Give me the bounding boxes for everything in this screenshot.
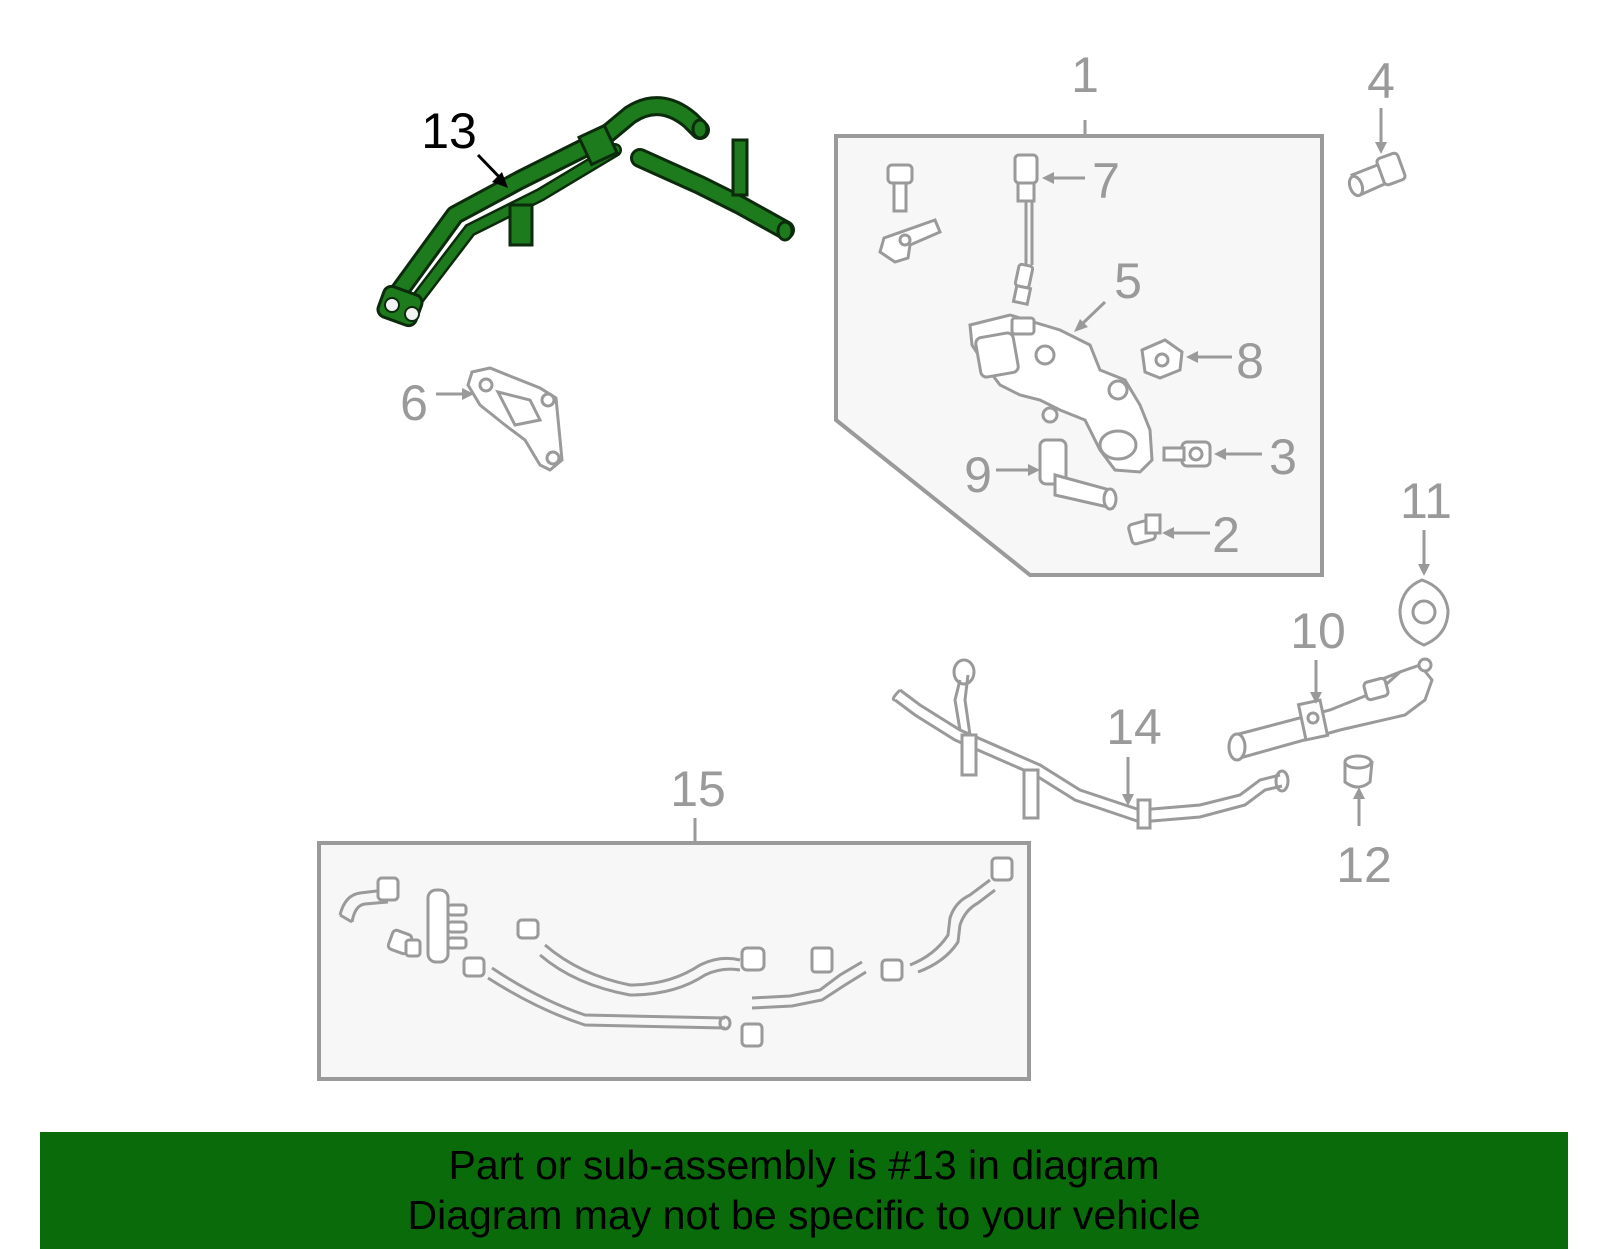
- part-8-plug[interactable]: [1140, 338, 1184, 380]
- leader-12-arrowhead: [1353, 787, 1365, 799]
- callout-8: 8: [1236, 333, 1264, 389]
- callout-9: 9: [964, 447, 992, 503]
- part-6-gasket[interactable]: [466, 366, 564, 472]
- callout-5: 5: [1114, 253, 1142, 309]
- leader-4-arrowhead: [1375, 142, 1387, 154]
- leader-10-arrowhead: [1310, 692, 1322, 704]
- leader-14-arrowhead: [1122, 794, 1134, 806]
- part-5-thermostat-housing[interactable]: [968, 313, 1154, 474]
- callout-10: 10: [1290, 603, 1346, 659]
- leader-8-arrowhead: [1186, 351, 1198, 363]
- leader-13-arrowhead: [492, 172, 508, 188]
- footer-line-2: Diagram may not be specific to your vehi…: [407, 1191, 1201, 1238]
- callout-3: 3: [1269, 429, 1297, 485]
- callout-15: 15: [670, 761, 726, 817]
- leader-11-arrowhead: [1418, 564, 1430, 576]
- callout-4: 4: [1367, 53, 1395, 109]
- footer-banner: Part or sub-assembly is #13 in diagram D…: [40, 1132, 1568, 1249]
- part-13-water-pipe[interactable]: [376, 96, 795, 328]
- part-4-bolt[interactable]: [1347, 151, 1407, 198]
- part-10-water-outlet-pipe[interactable]: [1227, 657, 1434, 762]
- part-11-gasket[interactable]: [1398, 578, 1450, 647]
- callout-1: 1: [1071, 47, 1099, 103]
- part-15-hose-kit[interactable]: [338, 856, 1014, 1048]
- part-bolt-bracket[interactable]: [878, 163, 942, 264]
- part-9-pipe-fitting[interactable]: [1038, 438, 1118, 511]
- part-7-temperature-sensor[interactable]: [1011, 153, 1039, 307]
- footer-line-1: Part or sub-assembly is #13 in diagram: [448, 1141, 1160, 1188]
- part-3-bolt[interactable]: [1162, 440, 1212, 468]
- leader-3-arrowhead: [1214, 448, 1226, 460]
- part-12-cap[interactable]: [1343, 754, 1374, 789]
- callout-12: 12: [1336, 837, 1392, 893]
- assembly-15-box: [317, 841, 1031, 1081]
- part-14-bypass-pipe[interactable]: [891, 658, 1290, 830]
- leader-5-arrowhead: [1074, 319, 1088, 332]
- leader-2-arrowhead: [1162, 527, 1174, 539]
- callout-2: 2: [1212, 507, 1240, 563]
- leader-9-arrowhead: [1028, 464, 1040, 476]
- callout-6: 6: [400, 375, 428, 431]
- part-2-bolt[interactable]: [1127, 513, 1162, 546]
- callout-7: 7: [1092, 153, 1120, 209]
- callout-11: 11: [1400, 473, 1452, 529]
- leader-5: [1078, 300, 1107, 328]
- leader-7-arrowhead: [1042, 172, 1054, 184]
- callout-14: 14: [1106, 699, 1162, 755]
- callout-13: 13: [421, 103, 477, 159]
- leader-6-arrowhead: [462, 388, 474, 400]
